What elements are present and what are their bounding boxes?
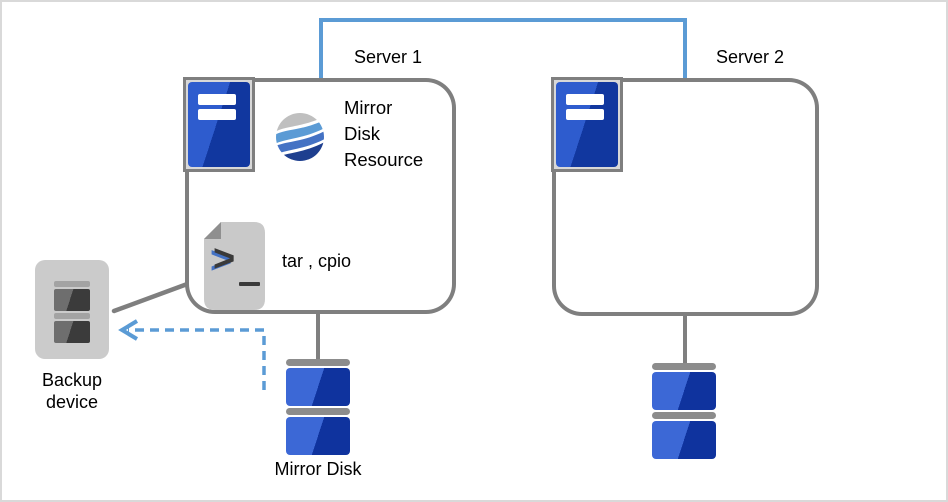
disk-platter [652, 421, 716, 459]
tape-bar [54, 281, 90, 287]
server-tower-shape [556, 82, 618, 167]
backup-device-label: Backup device [17, 369, 127, 413]
backup-commands-label: tar , cpio [282, 251, 352, 271]
resource-label-line: Mirror [344, 97, 393, 118]
disk-platter [286, 368, 350, 406]
svg-text:>: > [213, 238, 235, 280]
server-slot-bar [198, 109, 236, 120]
server-slot-bar [566, 109, 604, 120]
disk-platter [652, 372, 716, 410]
server-tower-shape [188, 82, 250, 167]
server1-server-icon [183, 77, 255, 172]
server2-server-icon [551, 77, 623, 172]
server1-stacked-disks-icon [286, 359, 350, 457]
tape-cartridge [54, 321, 90, 343]
backup-dashed-arrow [118, 319, 266, 390]
mirror-disk-resource-label: Mirror Disk Resource [344, 95, 423, 173]
disk-cap [652, 363, 716, 370]
resource-label-line: Disk [344, 123, 380, 144]
tape-device-icon [35, 260, 109, 359]
server2-stacked-disks-icon [652, 363, 716, 461]
mirror-disk-label: Mirror Disk [274, 459, 362, 479]
resource-label-line: Resource [344, 149, 424, 170]
svg-text:>: > [210, 240, 232, 282]
disk-divider [652, 412, 716, 419]
server2-box [552, 78, 819, 316]
globe-waves-icon [274, 111, 326, 163]
tape-bar [54, 313, 90, 319]
backup-label-line: device [45, 392, 99, 412]
backup-solid-line [111, 280, 193, 314]
disk-cap [286, 359, 350, 366]
shell-script-icon: > > [204, 222, 265, 310]
server1-label: Server 1 [353, 47, 423, 67]
arrowhead-left-icon [118, 319, 139, 341]
tape-slots [54, 281, 90, 345]
server2-label: Server 2 [715, 47, 785, 67]
server-slot-bar [198, 94, 236, 105]
server-slot-bar [566, 94, 604, 105]
backup-label-line: Backup [41, 370, 103, 390]
disk-divider [286, 408, 350, 415]
interconnect-line [319, 18, 687, 82]
tape-cartridge [54, 289, 90, 311]
disk-platter [286, 417, 350, 455]
